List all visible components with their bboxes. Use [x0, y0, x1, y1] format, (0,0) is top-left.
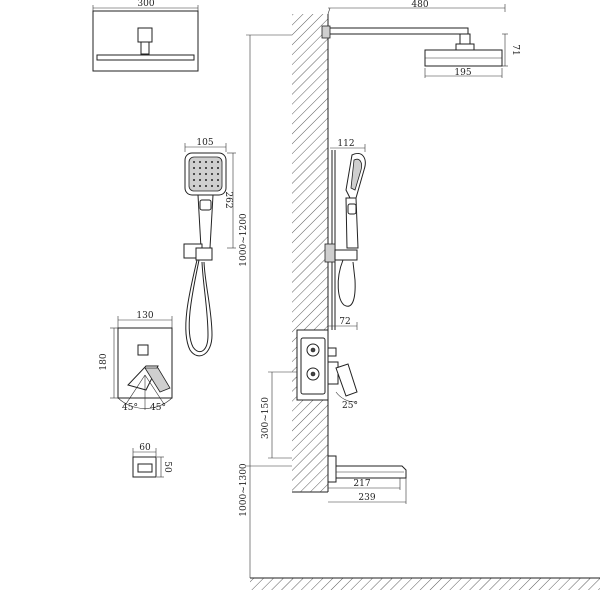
dim-spout-height: 50 — [162, 461, 172, 473]
dim-angle-left: 45° — [122, 403, 138, 413]
dim-hand-height: 262 — [223, 191, 233, 208]
dim-valve-offset: 300~150 — [261, 397, 271, 439]
dim-hand-side-width: 112 — [337, 139, 354, 149]
dim-head-depth: 71 — [510, 44, 520, 55]
floor-section — [250, 577, 600, 590]
dim-spout-width: 60 — [139, 443, 151, 453]
dim-valve-height: 180 — [99, 353, 109, 370]
dim-spout-reach: 217 — [353, 479, 370, 489]
dim-spout-height-floor: 1000~1300 — [239, 463, 249, 517]
valve-front-view: 130 45° 45° 180 — [99, 311, 173, 413]
rain-head-front-view: 300 — [92, 0, 199, 72]
spout-side-view: 217 239 — [327, 455, 407, 504]
rain-head-side-view: 480 71 195 — [321, 0, 520, 78]
dim-rail-height: 1000~1200 — [239, 213, 249, 267]
valve-side-view: 72 25° 300~150 — [261, 317, 358, 459]
dim-valve-width: 130 — [136, 311, 153, 321]
dim-valve-angle: 25° — [342, 401, 358, 411]
nozzle-dots — [193, 161, 219, 187]
dim-head-side-width: 195 — [454, 68, 471, 78]
dim-valve-depth: 72 — [339, 317, 350, 327]
wall-section — [292, 7, 331, 493]
dim-angle-right: 45° — [150, 403, 166, 413]
dim-spout-total: 239 — [358, 493, 375, 503]
hand-shower-side-view: 112 — [324, 139, 366, 330]
spout-front-view: 60 50 — [132, 443, 172, 478]
dim-hand-front-width: 105 — [196, 138, 213, 148]
hand-shower-front-view: 105 262 — [183, 138, 236, 357]
dim-arm-length: 480 — [411, 0, 428, 10]
dim-head-front-width: 300 — [137, 0, 154, 9]
